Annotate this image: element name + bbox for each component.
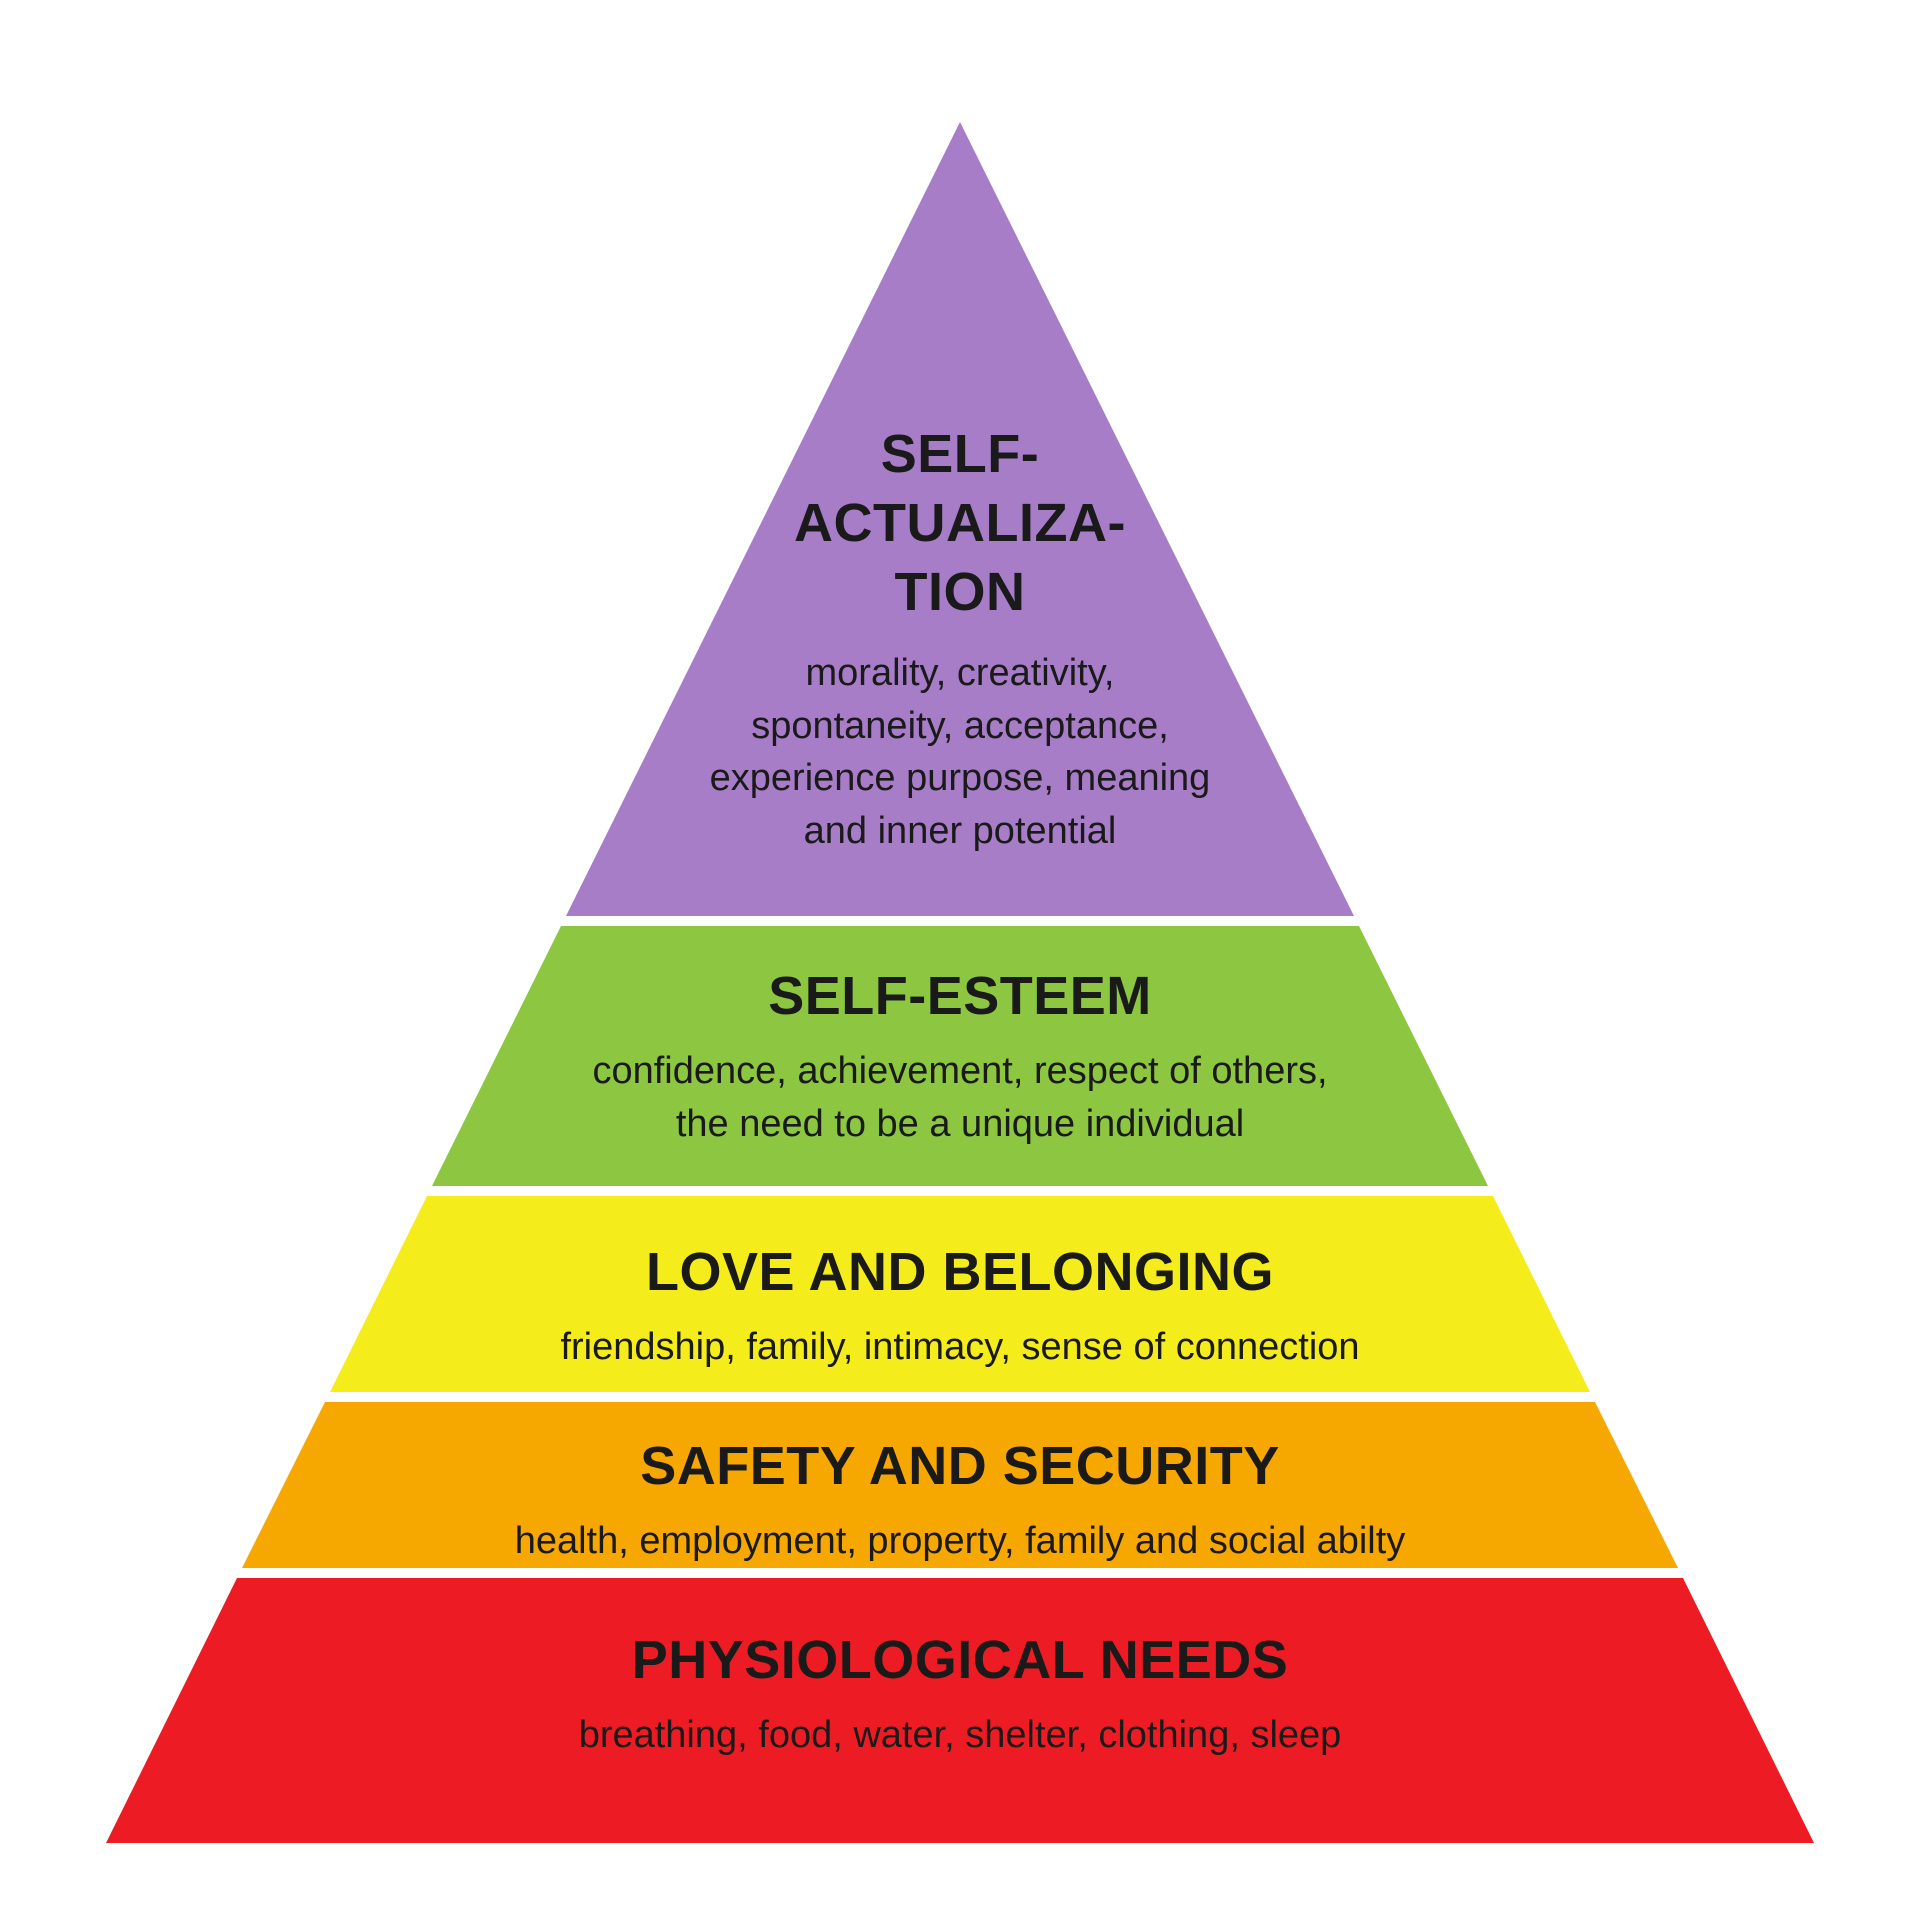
level-title: LOVE AND BELONGING [645, 1242, 1275, 1302]
level-description: friendship, family, intimacy, sense of c… [560, 1326, 1360, 1369]
level-description: health, employment, property, family and… [514, 1520, 1406, 1563]
level-title: PHYSIOLOGICAL NEEDS [631, 1630, 1289, 1690]
level-title: SELF- ACTUALIZA- TION [794, 424, 1126, 623]
level-title: SELF-ESTEEM [768, 966, 1152, 1026]
level-description: confidence, achievement, respect of othe… [592, 1050, 1328, 1145]
level-text-self-actualization: SELF- ACTUALIZA- TION morality, creativi… [0, 420, 1920, 857]
level-description: morality, creativity, spontaneity, accep… [709, 652, 1211, 852]
level-text-safety-and-security: SAFETY AND SECURITY health, employment, … [0, 1432, 1920, 1568]
level-text-love-and-belonging: LOVE AND BELONGING friendship, family, i… [0, 1238, 1920, 1374]
level-text-self-esteem: SELF-ESTEEM confidence, achievement, res… [0, 962, 1920, 1150]
level-title: SAFETY AND SECURITY [640, 1436, 1280, 1496]
level-text-physiological-needs: PHYSIOLOGICAL NEEDS breathing, food, wat… [0, 1626, 1920, 1762]
level-description: breathing, food, water, shelter, clothin… [578, 1714, 1342, 1757]
